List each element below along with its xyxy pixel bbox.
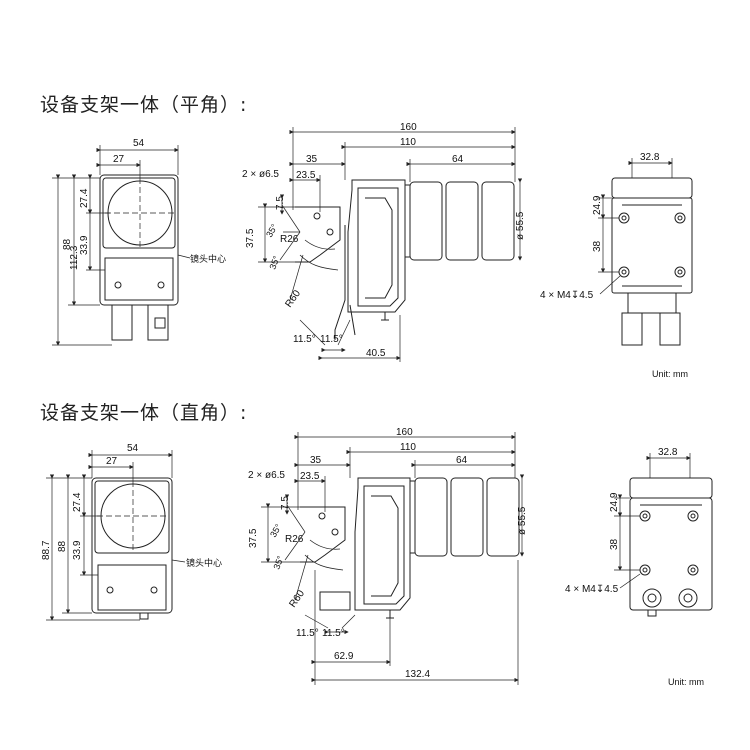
dim-110: 110 [400, 442, 416, 453]
dim-40-5: 40.5 [366, 348, 386, 359]
dim-r60: R60 [283, 288, 303, 310]
dim-24-9: 24.9 [592, 195, 603, 215]
dim-64: 64 [456, 455, 468, 466]
dim-7-5: 7.5 [280, 496, 291, 510]
camera-body [354, 477, 411, 611]
dim-7-5: 7.5 [275, 196, 286, 210]
back-connector-1 [621, 312, 643, 346]
dim-23-5: 23.5 [296, 170, 316, 181]
dim-angle-2: 35° [267, 254, 281, 271]
dim-33-9: 33.9 [72, 540, 83, 560]
unit-label: Unit: mm [668, 677, 704, 687]
side-dims-flat [258, 127, 523, 362]
front-housing [91, 477, 173, 614]
lens-ring-1 [409, 181, 443, 261]
dim-32-8: 32.8 [640, 152, 660, 163]
bracket-plate [300, 506, 346, 563]
dim-thread: 4 × M4↧4.5 [540, 290, 594, 301]
dim-88: 88 [62, 238, 73, 250]
dim-37-5: 37.5 [245, 228, 256, 248]
camera-body [347, 179, 406, 313]
section-title-right-angle: 设备支架一体（直角）: [40, 402, 248, 424]
dim-112-3: 112.3 [69, 245, 80, 270]
dim-r26: R26 [285, 534, 304, 545]
dim-23-5: 23.5 [300, 471, 320, 482]
unit-label: Unit: mm [652, 369, 688, 379]
round-connector-1 [642, 588, 662, 608]
dim-11-5-b: 11.5° [320, 334, 343, 345]
back-housing [629, 497, 713, 611]
dim-88: 88 [57, 540, 68, 552]
side-view-right [300, 477, 520, 619]
dim-dia: ø 55.5 [517, 506, 528, 535]
dim-thread: 4 × M4↧4.5 [565, 584, 619, 595]
dim-38: 38 [609, 538, 620, 550]
dim-35: 35 [310, 455, 322, 466]
dim-38: 38 [592, 240, 603, 252]
section-title-flat: 设备支架一体（平角）: [40, 94, 248, 116]
dim-dia: ø 55.5 [515, 211, 526, 240]
front-view-flat [99, 174, 179, 341]
front-housing [99, 174, 179, 306]
dim-54: 54 [127, 443, 139, 454]
dim-27: 27 [106, 456, 118, 467]
dim-angle-2: 35° [271, 554, 285, 571]
round-connector-2 [678, 588, 698, 608]
lens-ring-2 [445, 181, 479, 261]
dim-11-5-a: 11.5° [296, 628, 319, 639]
dim-54: 54 [133, 138, 145, 149]
dim-62-9: 62.9 [334, 651, 354, 662]
front-dims-flat [52, 145, 191, 346]
dim-27-4: 27.4 [79, 188, 90, 208]
dim-110: 110 [400, 137, 416, 148]
front-view-right [91, 477, 173, 620]
dim-88-7: 88.7 [41, 540, 52, 560]
back-view-right [629, 477, 713, 617]
dim-11-5-a: 11.5° [293, 334, 316, 345]
side-view-flat [295, 179, 515, 340]
dim-27: 27 [113, 154, 125, 165]
dim-37-5: 37.5 [248, 528, 259, 548]
dim-angle-1: 35° [268, 522, 284, 539]
bracket-plate [295, 206, 341, 263]
side-dims-right [261, 432, 525, 685]
dim-64: 64 [452, 154, 464, 165]
back-dims-right [614, 453, 691, 589]
back-housing [611, 197, 693, 294]
dim-160: 160 [400, 122, 417, 133]
dim-24-9: 24.9 [609, 492, 620, 512]
connector-right [147, 304, 169, 341]
lens-center-label: 镜头中心 [190, 253, 226, 264]
dim-35: 35 [306, 154, 318, 165]
dim-holes: 2 × ø6.5 [242, 169, 279, 180]
lens-center-label: 镜头中心 [186, 557, 222, 568]
back-view-flat [611, 177, 693, 346]
dim-r60: R60 [287, 588, 307, 610]
front-dims-right [46, 450, 186, 621]
dim-32-8: 32.8 [658, 447, 678, 458]
dim-11-5-b: 11.5° [322, 628, 345, 639]
lens-ring-3 [481, 181, 515, 261]
dim-holes: 2 × ø6.5 [248, 470, 285, 481]
back-dims-flat [598, 158, 673, 295]
dim-132-4: 132.4 [405, 669, 430, 680]
lens-ring-3 [486, 477, 520, 557]
dim-27-4: 27.4 [72, 492, 83, 512]
dim-160: 160 [396, 427, 413, 438]
connector-left [111, 304, 133, 341]
dim-r26: R26 [280, 234, 299, 245]
back-connector-2 [659, 312, 681, 346]
lens-ring-2 [450, 477, 484, 557]
dim-33-9: 33.9 [79, 235, 90, 255]
dim-angle-1: 35° [264, 222, 280, 239]
lens-ring-1 [414, 477, 448, 557]
